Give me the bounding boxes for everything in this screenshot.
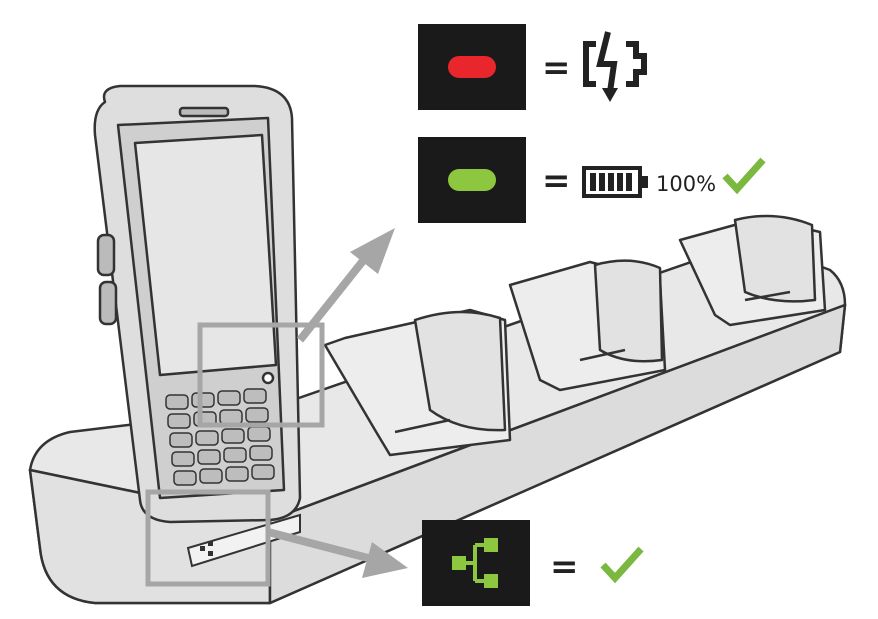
device-led-highlight [197, 322, 325, 428]
network-tile [422, 520, 530, 606]
handheld-device [93, 84, 302, 524]
led-green-icon [448, 169, 496, 191]
device-screen [133, 133, 278, 377]
battery-percent-label: 100% [656, 172, 717, 196]
equals-sign-charging: = [542, 48, 571, 88]
checkmark-icon [600, 546, 644, 584]
arrow-head-bottom [362, 542, 408, 578]
arrow-to-legend-bottom [266, 528, 370, 562]
cradle-network-port [186, 513, 301, 568]
cradle-bays [323, 214, 827, 457]
device-keypad [165, 388, 275, 486]
side-button-top [96, 233, 116, 277]
device-led [261, 371, 275, 385]
checkmark-icon [722, 157, 766, 195]
led-tile-green [418, 137, 526, 223]
equals-sign-charged: = [542, 161, 571, 201]
led-tile-red [418, 24, 526, 110]
battery-charging-icon [583, 31, 647, 102]
callout-arrows [266, 228, 408, 578]
arrow-to-legend-top [296, 249, 374, 343]
arrow-head-top [350, 228, 395, 274]
side-button-bottom [98, 280, 118, 326]
port-led-highlight [145, 489, 271, 587]
battery-full-icon [582, 166, 648, 198]
network-icon [452, 538, 498, 588]
led-red-icon [448, 56, 496, 78]
equals-sign-network: = [550, 547, 579, 587]
